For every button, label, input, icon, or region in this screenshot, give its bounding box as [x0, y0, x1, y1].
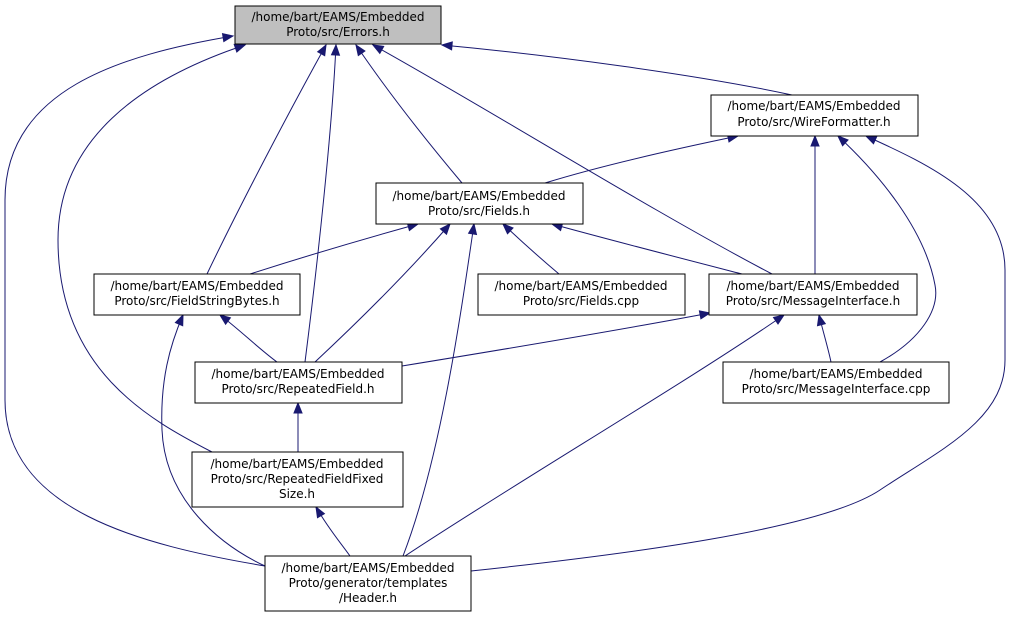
node-messageinterface-h[interactable]: /home/bart/EAMS/Embedded Proto/src/Messa… — [708, 273, 918, 316]
node-label-line: Proto/src/MessageInterface.h — [726, 294, 900, 308]
node-label-line: /home/bart/EAMS/Embedded — [251, 10, 424, 24]
arrowhead-icon — [467, 222, 478, 236]
arrowhead-icon — [816, 313, 827, 327]
edges-layer — [4, 33, 1006, 572]
edge-line — [304, 44, 337, 363]
arrowhead-icon — [330, 43, 341, 56]
arrowhead-icon — [371, 44, 385, 55]
edge-line — [4, 35, 266, 567]
node-wireformatter-h[interactable]: /home/bart/EAMS/Embedded Proto/src/WireF… — [710, 94, 919, 137]
node-label-line: Proto/generator/templates — [289, 576, 448, 590]
edge-line — [314, 223, 451, 363]
edge-repeatedfieldfixed-to-errors — [57, 43, 247, 453]
node-label-line: Proto/src/RepeatedField.h — [221, 382, 374, 396]
arrowhead-icon — [837, 135, 849, 147]
node-label-line: Proto/src/Errors.h — [286, 25, 390, 39]
arrowhead-icon — [502, 223, 514, 235]
edge-line — [470, 135, 1006, 572]
node-label-line: Proto/src/MessageInterface.cpp — [742, 382, 931, 396]
arrowhead-icon — [355, 43, 366, 57]
arrowhead-icon — [174, 313, 184, 327]
arrowhead-icon — [316, 43, 327, 57]
edge-header-to-messageinterface_h — [404, 314, 786, 557]
arrowhead-icon — [810, 134, 820, 147]
arrowhead-icon — [218, 314, 232, 326]
edge-repeatedfield-to-fields_h — [314, 222, 451, 363]
arrowhead-icon — [221, 33, 235, 43]
node-label-line: Size.h — [279, 487, 315, 501]
edge-header-to-repeatedfieldfixed — [315, 505, 351, 557]
node-label-line: Proto/src/Fields.h — [428, 204, 530, 218]
node-label-line: Proto/src/Fields.cpp — [523, 294, 639, 308]
node-fieldstringbytes-h[interactable]: /home/bart/EAMS/Embedded Proto/src/Field… — [93, 273, 301, 316]
node-repeatedfield-h[interactable]: /home/bart/EAMS/Embedded Proto/src/Repea… — [194, 361, 403, 404]
edge-messageinterface_cpp-to-wireformatter — [837, 135, 937, 363]
node-messageinterface-cpp[interactable]: /home/bart/EAMS/Embedded Proto/src/Messa… — [722, 361, 950, 404]
edge-header-to-fieldstringbytes — [161, 313, 266, 567]
edge-fields_h-to-errors — [355, 43, 463, 184]
node-label-line: Proto/src/RepeatedFieldFixed — [211, 472, 384, 486]
node-fields-h[interactable]: /home/bart/EAMS/Embedded Proto/src/Field… — [375, 182, 584, 225]
edge-line — [372, 44, 773, 275]
node-header-h[interactable]: /home/bart/EAMS/Embedded Proto/generator… — [264, 555, 472, 612]
node-label-line: /home/bart/EAMS/Embedded — [210, 457, 383, 471]
arrowhead-icon — [440, 41, 453, 51]
edge-messageinterface_h-to-wireformatter — [810, 134, 820, 274]
edge-fields_cpp-to-fields_h — [502, 223, 560, 275]
node-label-line: Proto/src/WireFormatter.h — [737, 115, 890, 129]
edge-messageinterface_h-to-errors — [371, 44, 773, 275]
arrowhead-icon — [233, 43, 247, 53]
edge-messageinterface_h-to-fields_h — [550, 222, 743, 275]
node-label-line: /Header.h — [339, 591, 397, 605]
edge-messageinterface_cpp-to-messageinterface_h — [816, 313, 832, 363]
edge-line — [249, 223, 419, 275]
edge-line — [161, 314, 266, 567]
node-label-line: /home/bart/EAMS/Embedded — [281, 561, 454, 575]
edge-repeatedfield-to-fieldstringbytes — [218, 314, 278, 363]
edge-line — [401, 312, 711, 367]
arrowhead-icon — [315, 505, 326, 519]
node-fields-cpp[interactable]: /home/bart/EAMS/Embedded Proto/src/Field… — [477, 273, 686, 316]
edge-fields_h-to-wireformatter — [544, 133, 740, 184]
edge-line — [402, 223, 475, 557]
edge-line — [502, 223, 560, 275]
edge-line — [404, 314, 785, 557]
arrowhead-icon — [772, 314, 786, 325]
edge-header-to-errors — [4, 33, 266, 567]
node-label-line: Proto/src/FieldStringBytes.h — [114, 294, 279, 308]
edge-line — [355, 44, 463, 184]
node-label-line: /home/bart/EAMS/Embedded — [727, 99, 900, 113]
arrowhead-icon — [439, 222, 451, 236]
edge-fieldstringbytes-to-fields_h — [249, 222, 420, 275]
arrowhead-icon — [293, 401, 303, 414]
edge-line — [57, 44, 246, 453]
edge-repeatedfield-to-messageinterface_h — [401, 310, 712, 367]
node-errors-h[interactable]: /home/bart/EAMS/Embedded Proto/src/Error… — [234, 5, 442, 45]
node-label-line: /home/bart/EAMS/Embedded — [749, 367, 922, 381]
node-repeatedfieldfixedsize-h[interactable]: /home/bart/EAMS/Embedded Proto/src/Repea… — [191, 451, 404, 508]
edge-repeatedfieldfixed-to-repeatedfield — [293, 401, 303, 452]
edge-fieldstringbytes-to-errors — [206, 43, 327, 275]
node-label-line: /home/bart/EAMS/Embedded — [110, 279, 283, 293]
node-label-line: /home/bart/EAMS/Embedded — [211, 367, 384, 381]
edge-repeatedfield-to-errors — [304, 43, 341, 363]
edge-line — [219, 314, 278, 363]
edge-header-to-fields_h — [402, 222, 478, 557]
edge-wireformatter-to-errors — [440, 41, 793, 96]
node-label-line: /home/bart/EAMS/Embedded — [726, 279, 899, 293]
edge-line — [206, 44, 327, 275]
edge-line — [544, 135, 739, 184]
edge-line — [837, 135, 937, 363]
arrowhead-icon — [698, 310, 712, 320]
node-label-line: /home/bart/EAMS/Embedded — [494, 279, 667, 293]
arrowhead-icon — [864, 135, 878, 145]
node-label-line: /home/bart/EAMS/Embedded — [392, 189, 565, 203]
edge-line — [441, 44, 793, 96]
edge-line — [551, 223, 743, 275]
